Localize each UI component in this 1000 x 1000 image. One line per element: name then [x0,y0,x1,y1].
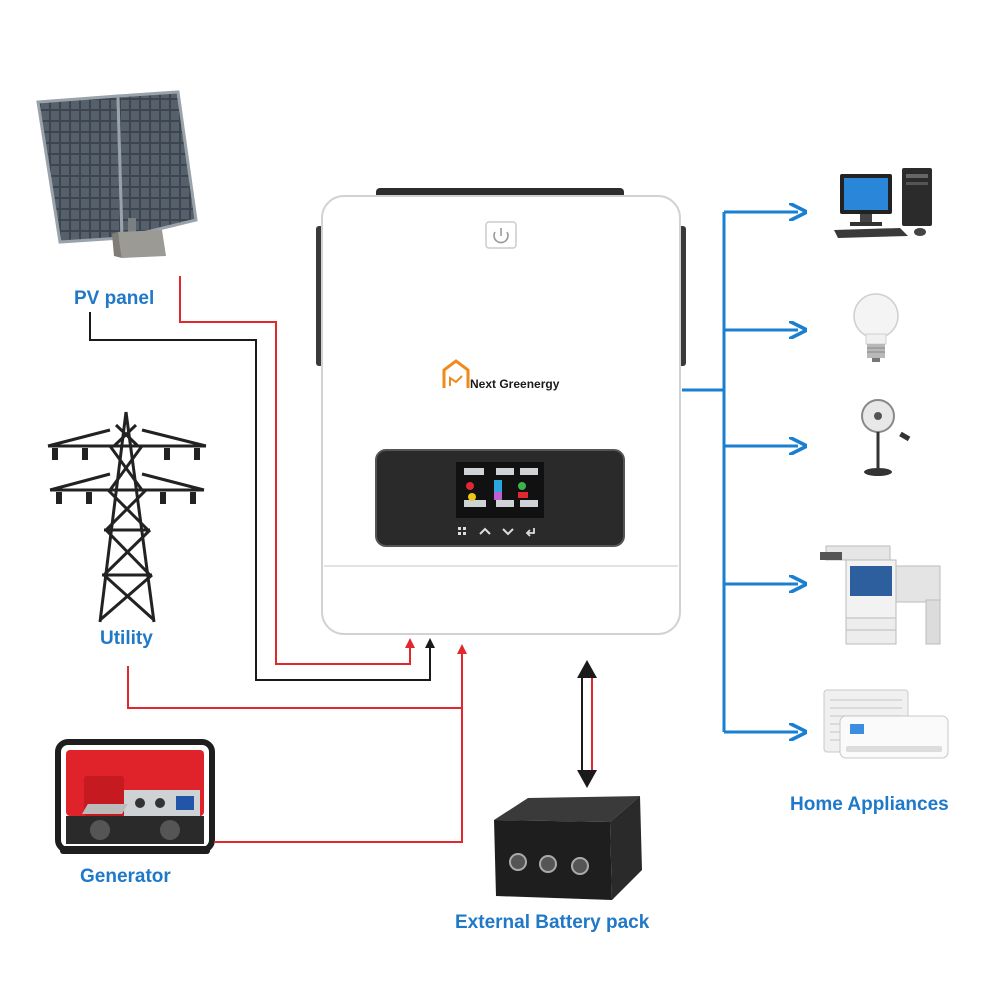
generator-wire [214,650,463,843]
generator-label: Generator [80,866,171,887]
utility-label: Utility [100,628,153,649]
insulator-marks [52,448,200,504]
battery-link-arrow [577,660,597,788]
output-lines [682,212,798,732]
battery-pack-icon [82,796,642,900]
battery-label: External Battery pack [455,912,650,933]
input-arrowheads [405,638,467,654]
transmission-tower-icon [47,411,207,623]
brand-logo-icon [442,359,470,388]
fan-icon [861,399,911,476]
light-bulb-icon [853,293,899,362]
solar-panel-icon [36,90,198,258]
computer-icon [834,168,932,238]
pv-panel-label: PV panel [74,288,155,309]
wiring [89,276,463,843]
home-appliances-label: Home Appliances [790,794,949,815]
utility-wire [127,666,462,709]
pv-positive-wire [179,276,411,665]
generator-icon [55,739,215,854]
air-conditioner-icon [823,689,949,759]
pv-negative-wire [89,312,431,681]
inverter-icon [316,188,686,635]
copier-icon [820,545,941,645]
inverter-brand-label: Next Greenergy [470,377,560,391]
